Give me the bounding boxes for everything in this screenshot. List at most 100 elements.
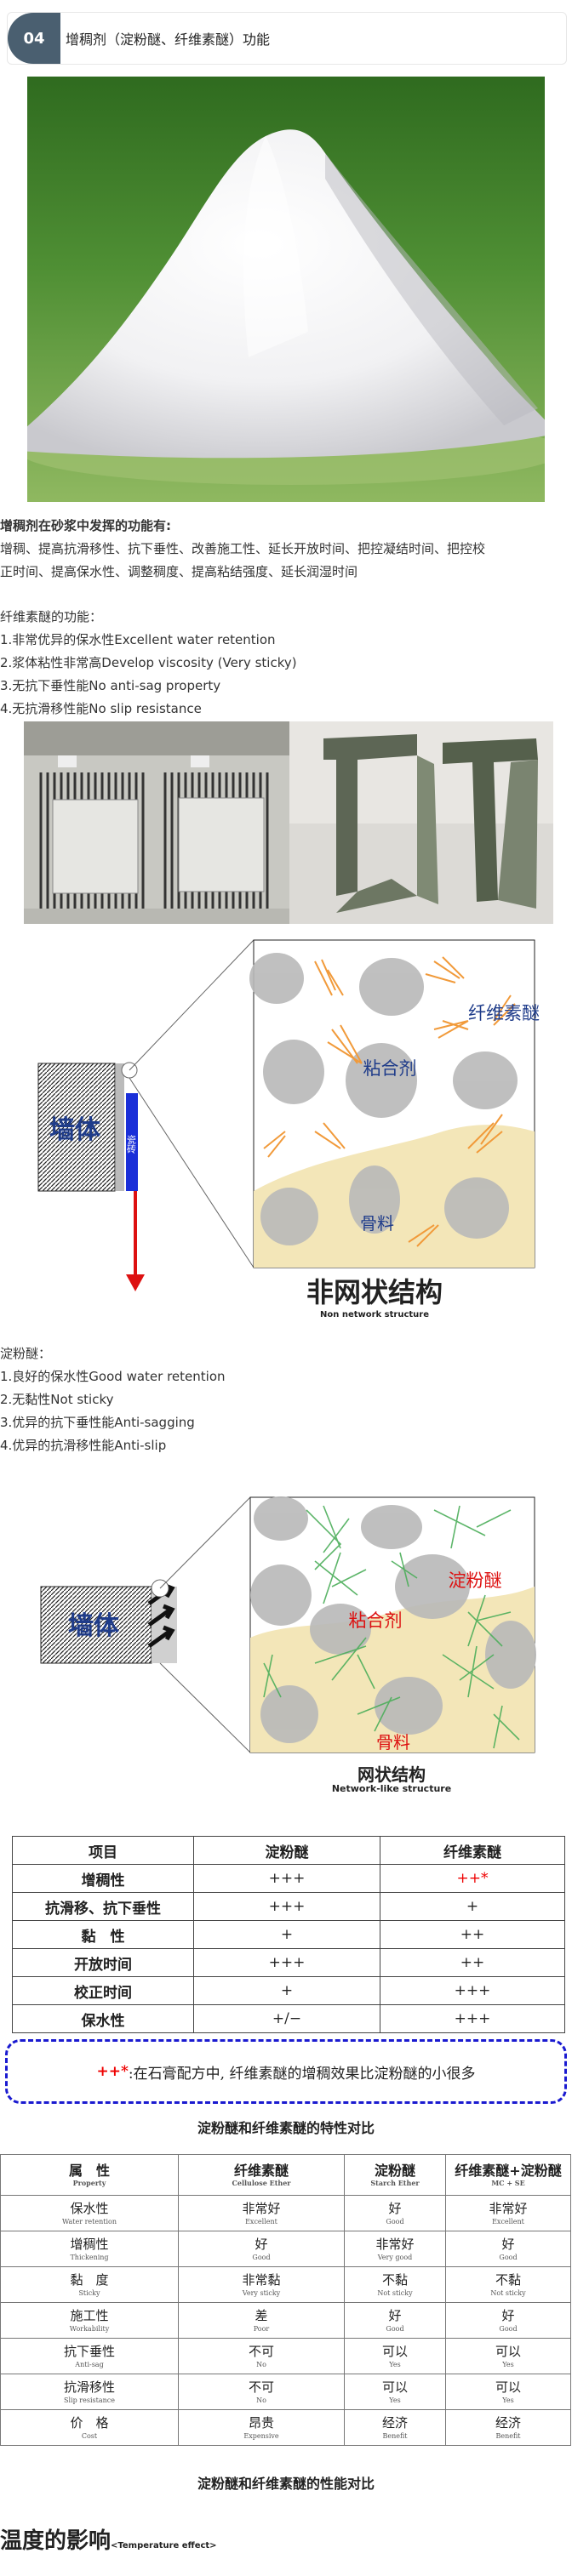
table-row: 增稠性 +++ ++*	[12, 1864, 565, 1893]
section-header: 04 增稠剂（淀粉醚、纤维素醚）功能	[7, 12, 567, 65]
diagram2-starch-label: 淀粉醚	[449, 1570, 502, 1591]
diagram1-wall-label: 墙体	[49, 1115, 101, 1145]
table-cell: ++	[380, 1948, 565, 1977]
sag-test-photo	[289, 721, 553, 924]
table-header-cell: 淀粉醚	[193, 1836, 380, 1865]
diagram2-wall-label: 墙体	[68, 1611, 120, 1641]
diagram1-title: 非网状结构	[306, 1276, 443, 1308]
starch-item-4: 4.优异的抗滑移性能Anti-slip	[0, 1438, 167, 1453]
cellulose-item-1: 1.非常优异的保水性Excellent water retention	[0, 632, 276, 647]
table-cell: +/−	[193, 2004, 380, 2033]
table-cell: 增稠性	[12, 1864, 194, 1893]
starch-item-1: 1.良好的保水性Good water retention	[0, 1369, 226, 1384]
powder-photo	[19, 77, 563, 502]
starch-heading: 淀粉醚：	[0, 1346, 52, 1361]
cellulose-item-3: 3.无抗下垂性能No anti-sag property	[0, 678, 221, 693]
temperature-heading: 温度的影响<Temperature effect>	[0, 2523, 217, 2555]
table-cell: +++	[193, 1864, 380, 1893]
table-row: 开放时间 +++ ++	[12, 1948, 565, 1977]
starch-item-3: 3.优异的抗下垂性能Anti-sagging	[0, 1415, 195, 1430]
diagram2-subtitle: Network-like structure	[331, 1783, 452, 1794]
caption-characteristics: 淀粉醚和纤维素醚的特性对比	[197, 2120, 375, 2136]
table-row: 校正时间 + +++	[12, 1976, 565, 2005]
table-header-cell: 纤维素醚	[380, 1836, 565, 1865]
diagram1-aggregate-label: 骨料	[360, 1213, 394, 1234]
table-cell: 黏 性	[12, 1920, 194, 1949]
cellulose-item-4: 4.无抗滑移性能No slip resistance	[0, 701, 202, 716]
diagram2-binder-label: 粘合剂	[349, 1610, 403, 1631]
table-cell: 校正时间	[12, 1976, 194, 2005]
table-header-cell: 项目	[12, 1836, 194, 1865]
tile-test-photo	[24, 721, 289, 924]
caption-performance: 淀粉醚和纤维素醚的性能对比	[197, 2476, 375, 2492]
table1-header-row: 项目 淀粉醚 纤维素醚	[12, 1836, 565, 1865]
diagram1-subtitle: Non network structure	[319, 1310, 430, 1319]
section-title: 增稠剂（淀粉醚、纤维素醚）功能	[66, 31, 271, 48]
intro-line-1: 增稠、提高抗滑移性、抗下垂性、改善施工性、延长开放时间、把控凝结时间、把控校	[0, 541, 486, 556]
diagram1-binder-label: 粘合剂	[363, 1058, 417, 1079]
table-cell: +	[193, 1920, 380, 1949]
diagram2-aggregate-label: 骨料	[376, 1732, 410, 1752]
table-row: 保水性 +/− +++	[12, 2004, 565, 2033]
section-number-badge: 04	[8, 13, 60, 64]
note-box: ++*:在石膏配方中, 纤维素醚的增稠效果比淀粉醚的小很多	[5, 2039, 567, 2104]
table-cell-highlight: ++*	[380, 1864, 565, 1893]
table-cell: +++	[193, 1948, 380, 1977]
intro-line-2: 正时间、提高保水性、调整稠度、提高粘结强度、延长润湿时间	[0, 564, 358, 579]
diagram2-title: 网状结构	[358, 1764, 426, 1785]
note-text: :在石膏配方中, 纤维素醚的增稠效果比淀粉醚的小很多	[128, 2065, 476, 2083]
note-mark: ++*	[96, 2063, 129, 2080]
table-cell: 开放时间	[12, 1948, 194, 1977]
starch-item-2: 2.无黏性Not sticky	[0, 1392, 114, 1407]
table-cell: +++	[193, 1892, 380, 1921]
table-row: 黏 性 + ++	[12, 1920, 565, 1949]
table-cell: +++	[380, 2004, 565, 2033]
temperature-title: 温度的影响	[0, 2528, 112, 2554]
non-network-diagram: 墙体 瓷砖 粘合剂 纤维素醚 骨料	[34, 936, 545, 1310]
intro-heading: 增稠剂在砂浆中发挥的功能有:	[0, 518, 171, 533]
diagram1-fiber-label: 纤维素醚	[468, 1003, 540, 1023]
network-diagram: 墙体 淀粉醚 粘合剂 骨料	[34, 1493, 545, 1765]
cellulose-item-2: 2.浆体粘性非常高Develop viscosity (Very sticky)	[0, 655, 297, 670]
table-cell: +	[193, 1976, 380, 2005]
table-cell: 保水性	[12, 2004, 194, 2033]
table-cell: +++	[380, 1976, 565, 2005]
